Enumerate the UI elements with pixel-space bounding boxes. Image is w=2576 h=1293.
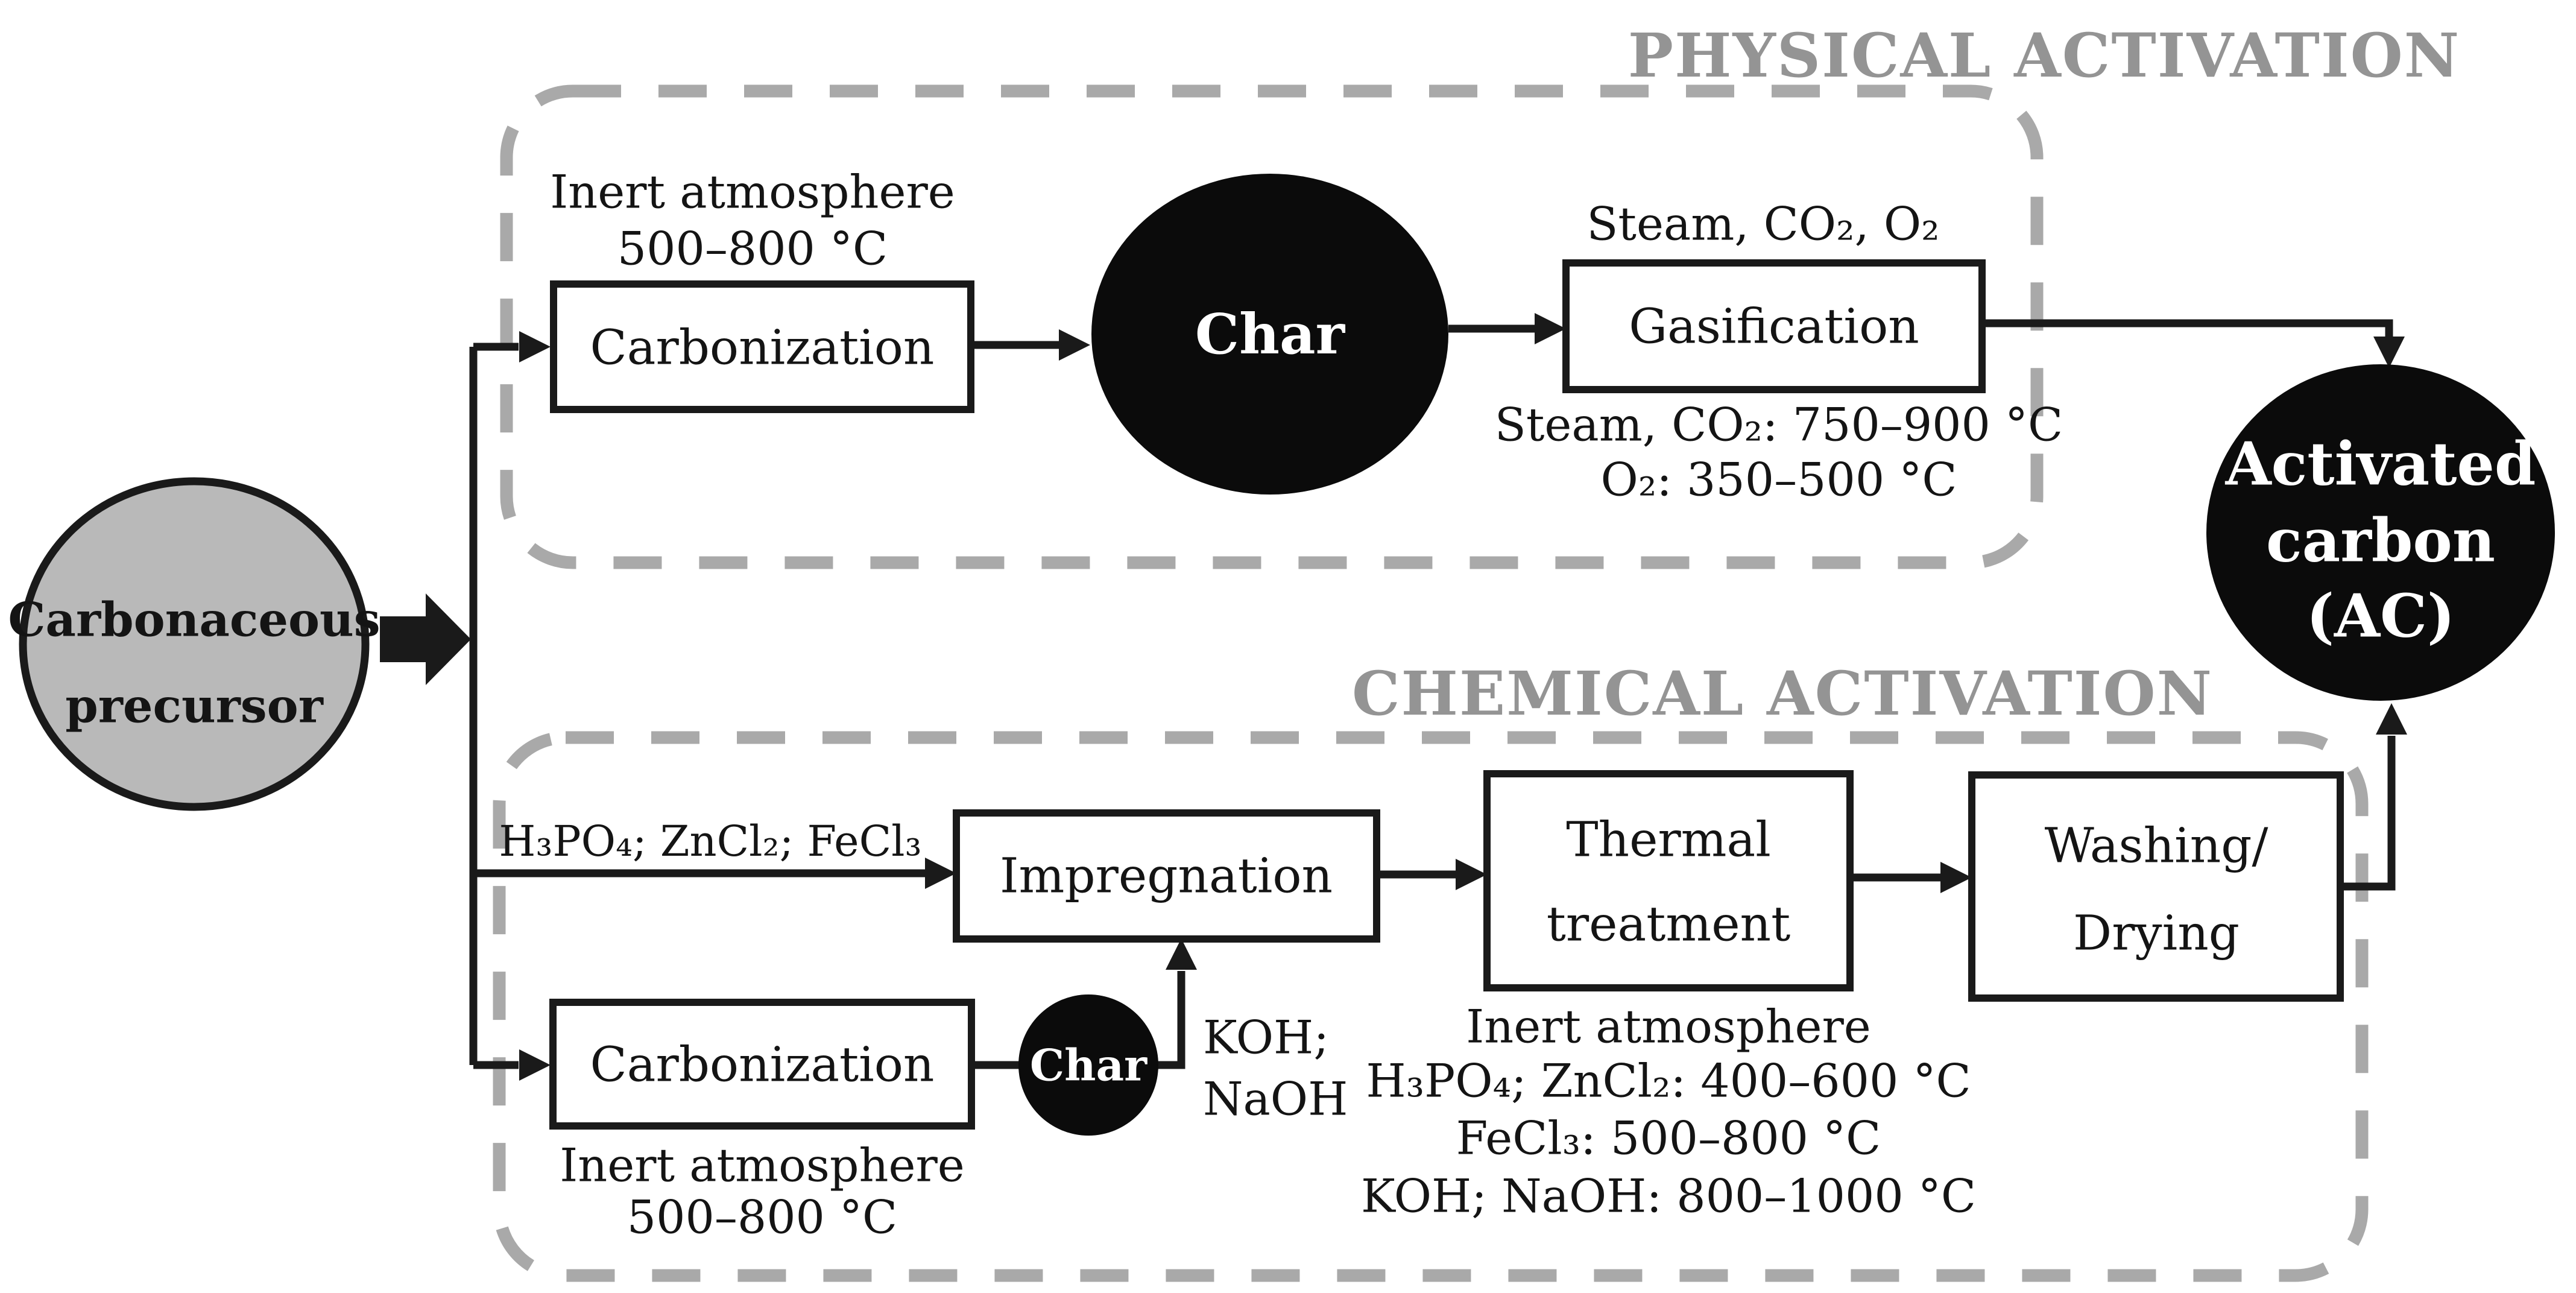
washing-drying-label-line2: Drying	[2073, 905, 2240, 961]
gasification-label: Gasification	[1629, 298, 1919, 355]
thermal-treatment-box	[1483, 770, 1854, 991]
line-gasification-to-ac	[1982, 319, 2393, 338]
carbonization-physical-label: Carbonization	[590, 319, 935, 376]
carbonization-chemical-label: Carbonization	[590, 1036, 935, 1093]
gasification-conditions-line1: Steam, CO₂: 750–900 °C	[1494, 397, 2063, 452]
activated-carbon-circle	[2206, 364, 2555, 701]
impregnation-agents-label: H₃PO₄; ZnCl₂; FeCl₃	[499, 817, 922, 866]
arrowhead-char-physical	[1059, 329, 1090, 361]
gasification-conditions-line2: O₂: 350–500 °C	[1600, 452, 1957, 507]
arrowhead-carbonization-chemical	[519, 1049, 551, 1081]
carbonization-chemical-box	[549, 999, 975, 1130]
char-agents-line2: NaOH	[1203, 1072, 1348, 1126]
thermal-treatment-label-line1: Thermal	[1566, 811, 1771, 868]
carbonization-physical-box	[550, 280, 974, 413]
arrowhead-thermal	[1456, 859, 1487, 890]
char-physical-label: Char	[1195, 302, 1345, 367]
washing-drying-box	[1968, 771, 2344, 1002]
thermal-conditions-line1: Inert atmosphere	[1466, 999, 1871, 1054]
thermal-conditions-line3: FeCl₃: 500–800 °C	[1456, 1111, 1881, 1165]
arrowhead-ac-bottom	[2376, 703, 2407, 735]
precursor-block-arrow	[380, 593, 471, 685]
impregnation-box	[953, 809, 1380, 943]
char-agents-line1: KOH;	[1203, 1010, 1329, 1064]
arrowhead-gasification	[1535, 313, 1566, 344]
activated-carbon-label-line1: Activated	[2225, 429, 2536, 499]
chemical-activation-dashed-box	[493, 731, 2369, 1282]
chemical-activation-title: CHEMICAL ACTIVATION	[1351, 658, 2214, 729]
arrowhead-washing	[1940, 862, 1972, 893]
physical-activation-title: PHYSICAL ACTIVATION	[1627, 20, 2461, 91]
arrowhead-impregnation	[925, 858, 956, 889]
activated-carbon-label-line2: carbon	[2266, 506, 2495, 576]
arrowhead-impregnation-bottom	[1166, 938, 1197, 970]
precursor-label-line1: Carbonaceous	[8, 592, 380, 648]
washing-drying-label-line1: Washing/	[2044, 817, 2268, 874]
activated-carbon-label-line3: (AC)	[2306, 581, 2455, 651]
line-washing-to-ac	[2340, 736, 2396, 891]
char-chemical-circle	[1018, 994, 1158, 1136]
carbonization-physical-conditions-line1: Inert atmosphere	[550, 165, 955, 219]
thermal-treatment-label-line2: treatment	[1546, 896, 1791, 952]
char-chemical-label: Char	[1029, 1039, 1148, 1091]
thermal-conditions-line2: H₃PO₄; ZnCl₂: 400–600 °C	[1366, 1054, 1971, 1108]
carbonization-physical-conditions-line2: 500–800 °C	[617, 221, 888, 276]
line-char-small-to-impregnation	[1158, 971, 1185, 1069]
precursor-label-line2: precursor	[65, 678, 323, 734]
thermal-conditions-line4: KOH; NaOH: 800–1000 °C	[1360, 1169, 1977, 1223]
gasification-feed-label: Steam, CO₂, O₂	[1586, 197, 1940, 251]
arrowhead-ac-top	[2373, 337, 2405, 368]
carbonization-chemical-conditions-line2: 500–800 °C	[627, 1190, 898, 1244]
carbonization-chemical-conditions-line1: Inert atmosphere	[560, 1138, 965, 1192]
gasification-box	[1562, 259, 1986, 393]
arrowhead-carbonization-physical	[519, 331, 551, 362]
char-physical-circle	[1091, 174, 1448, 495]
impregnation-label: Impregnation	[999, 847, 1333, 904]
carbonaceous-precursor-circle	[19, 477, 370, 811]
